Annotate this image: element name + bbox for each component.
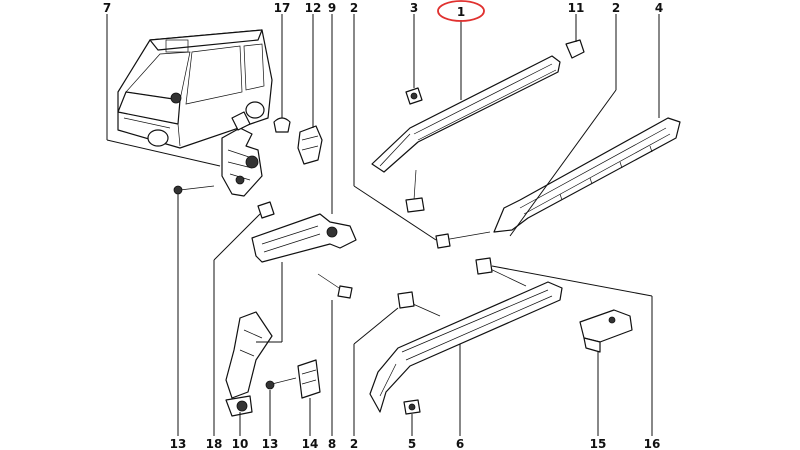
callout-2: 2 [350,1,358,15]
leader-lines [106,14,660,436]
callout-13: 13 [262,437,279,450]
callout-18: 18 [206,437,223,450]
callout-1: 1 [457,5,465,19]
callout-12: 12 [305,1,322,15]
callout-2: 2 [350,437,358,450]
lower-hinge-assembly [225,311,321,417]
callout-16: 16 [644,437,661,450]
door-hinge-assembly [173,111,323,219]
callout-8: 8 [328,437,336,450]
bracket-15 [579,309,633,353]
callout-15: 15 [590,437,607,450]
callout-14: 14 [302,437,319,450]
callout-6: 6 [456,437,464,450]
callout-13: 13 [170,437,187,450]
highlight-circle [437,0,485,22]
callout-10: 10 [232,437,249,450]
callout-11: 11 [568,1,585,15]
rail-bracket [251,213,357,299]
callout-7: 7 [103,1,111,15]
van-illustration [117,29,273,149]
callout-9: 9 [328,1,336,15]
callout-4: 4 [655,1,663,15]
callout-17: 17 [274,1,291,15]
callout-labels: 7 17 12 2 3 1 11 2 4 9 13 18 10 13 14 8 … [103,1,663,450]
lower-rail [369,257,563,415]
upper-rail [371,39,585,213]
side-rail [435,117,681,249]
callout-3: 3 [410,1,418,15]
callout-2: 2 [612,1,620,15]
callout-5: 5 [408,437,416,450]
